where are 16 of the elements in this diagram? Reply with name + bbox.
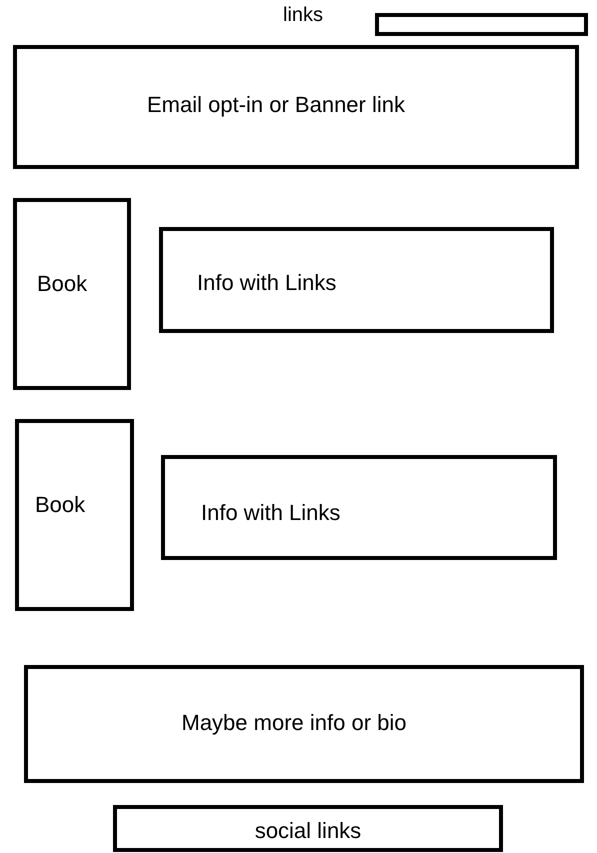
box-label: social links <box>254 817 362 844</box>
content-box <box>113 805 503 852</box>
content-box <box>13 198 131 390</box>
box-label: Info with Links <box>197 269 336 296</box>
box-label: Info with Links <box>201 499 340 526</box>
content-box <box>24 665 584 783</box>
box-label: Maybe more info or bio <box>182 709 406 736</box>
content-box <box>15 419 134 611</box>
side-label: links <box>283 3 324 28</box>
empty-box <box>375 13 588 36</box>
content-box <box>13 45 579 169</box>
content-box <box>159 227 554 333</box>
box-label: Email opt-in or Banner link <box>146 91 405 118</box>
box-label: Book <box>37 270 88 298</box>
content-box <box>161 455 557 560</box>
box-label: Book <box>35 491 86 518</box>
